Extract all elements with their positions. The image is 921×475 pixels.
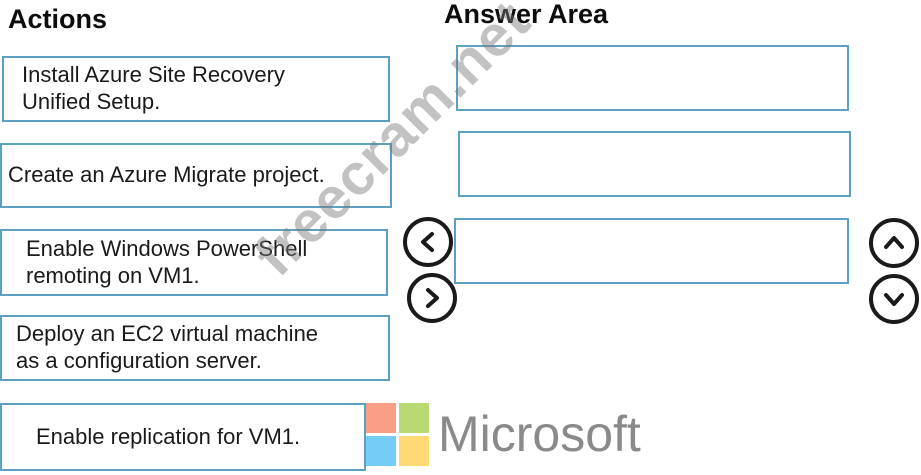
answer-slot-3[interactable] (454, 218, 849, 284)
actions-heading: Actions (8, 4, 108, 34)
answer-slot-1[interactable] (456, 45, 849, 111)
logo-square-blue (366, 436, 396, 466)
action-item-install-asr-unified-setup[interactable]: Install Azure Site Recovery Unified Setu… (2, 56, 390, 122)
action-item-label: Deploy an EC2 virtual machine as a confi… (16, 321, 319, 373)
chevron-right-icon (426, 288, 439, 308)
action-item-deploy-ec2-config-server[interactable]: Deploy an EC2 virtual machine as a confi… (0, 315, 390, 381)
logo-square-red (366, 403, 396, 433)
chevron-up-icon (884, 236, 904, 249)
microsoft-wordmark: Microsoft (438, 406, 641, 462)
logo-square-green (399, 403, 429, 433)
action-item-label: Create an Azure Migrate project. (8, 162, 325, 188)
answer-slot-2[interactable] (458, 131, 851, 197)
action-item-label: Enable replication for VM1. (36, 423, 301, 449)
action-item-create-azure-migrate-project[interactable]: Create an Azure Migrate project. (0, 143, 392, 208)
move-left-button[interactable] (403, 217, 453, 267)
action-item-enable-replication[interactable]: Enable replication for VM1. (0, 403, 366, 471)
microsoft-logo-icon (366, 403, 430, 467)
move-up-button[interactable] (869, 218, 919, 268)
move-down-button[interactable] (869, 274, 919, 324)
chevron-left-icon (421, 232, 434, 252)
action-item-label: Install Azure Site Recovery Unified Setu… (22, 62, 285, 114)
action-item-label: Enable Windows PowerShell remoting on VM… (26, 235, 308, 288)
logo-square-yellow (399, 436, 429, 466)
chevron-down-icon (884, 293, 904, 306)
answer-area-heading: Answer Area (444, 0, 609, 29)
action-item-enable-powershell-remoting[interactable]: Enable Windows PowerShell remoting on VM… (0, 229, 388, 296)
move-right-button[interactable] (407, 273, 457, 323)
